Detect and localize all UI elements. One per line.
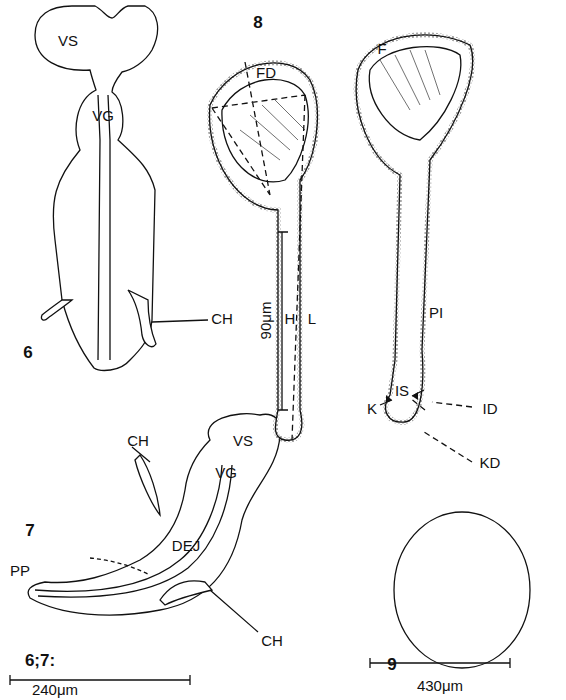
part-label: K — [367, 401, 377, 416]
part-label: 240μm — [32, 682, 78, 697]
part-label: CH — [261, 633, 283, 648]
part-label: CH — [211, 311, 233, 326]
part-label: DEJ — [172, 538, 200, 553]
part-label: ID — [483, 401, 498, 416]
part-label: 430μm — [417, 678, 463, 693]
part-label: 90μm — [258, 301, 273, 339]
part-label: PI — [429, 305, 443, 320]
part-label: F — [377, 41, 386, 56]
part-label: H — [285, 311, 296, 326]
part-label: VS — [233, 433, 253, 448]
figure-number: 8 — [253, 14, 262, 31]
part-label: KD — [480, 455, 501, 470]
part-label: PP — [10, 563, 30, 578]
part-label: VG — [215, 465, 237, 480]
part-label: VG — [92, 108, 114, 123]
part-label: CH — [127, 433, 149, 448]
part-label: VS — [58, 33, 78, 48]
figure-number: 9 — [387, 656, 396, 673]
part-label: IS — [395, 383, 409, 398]
figure-number: 7 — [25, 522, 34, 539]
figure-number: 6;7: — [25, 652, 55, 669]
part-label: L — [308, 311, 316, 326]
part-label: FD — [256, 65, 276, 80]
figure-number: 6 — [23, 344, 32, 361]
